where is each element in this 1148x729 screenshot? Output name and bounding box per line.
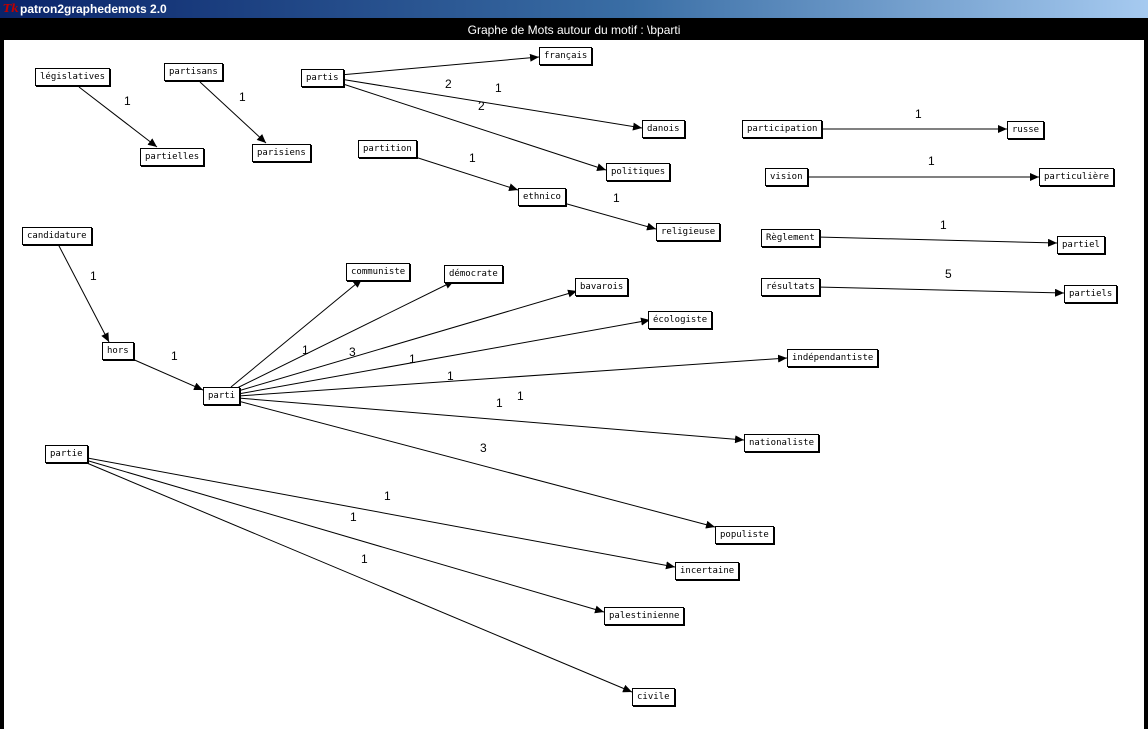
word-node-parisiens[interactable]: parisiens xyxy=(252,144,311,162)
edge-parti-independantiste xyxy=(237,354,788,397)
edge-weight-partis-francais: 2 xyxy=(445,77,452,91)
word-node-resultats[interactable]: résultats xyxy=(761,278,820,296)
word-node-francais[interactable]: français xyxy=(539,47,593,65)
word-node-legislatives[interactable]: législatives xyxy=(35,68,111,86)
word-node-communiste[interactable]: communiste xyxy=(346,263,411,281)
word-node-partielles[interactable]: partielles xyxy=(140,148,205,166)
word-node-politiques[interactable]: politiques xyxy=(606,163,671,181)
word-node-participation[interactable]: participation xyxy=(742,120,823,138)
edge-partis-francais xyxy=(339,53,540,76)
word-node-vision[interactable]: vision xyxy=(765,168,808,186)
edge-partition-ethnico xyxy=(411,155,519,192)
word-node-incertaine[interactable]: incertaine xyxy=(675,562,740,580)
edge-weight-parti-ecologiste: 1 xyxy=(447,369,454,383)
word-node-partiels[interactable]: partiels xyxy=(1064,285,1118,303)
word-node-ecologiste[interactable]: écologiste xyxy=(648,311,713,329)
word-node-hors[interactable]: hors xyxy=(102,342,134,360)
word-node-parti[interactable]: parti xyxy=(203,387,241,405)
edge-weight-hors-parti: 1 xyxy=(171,349,178,363)
edge-partisans-parisiens xyxy=(199,81,267,144)
word-node-independantiste[interactable]: indépendantiste xyxy=(787,349,879,367)
word-node-partisans[interactable]: partisans xyxy=(164,63,223,81)
edge-parti-ecologiste xyxy=(237,317,651,395)
edge-reglement-partiel xyxy=(816,236,1058,247)
edge-weight-parti-independantiste: 1 xyxy=(517,389,524,403)
edge-parti-nationaliste xyxy=(237,397,745,444)
word-node-partis[interactable]: partis xyxy=(301,69,344,87)
edge-partie-palestinienne xyxy=(81,458,605,614)
word-node-reglement[interactable]: Règlement xyxy=(761,229,820,247)
edge-weight-candidature-hors: 1 xyxy=(90,269,97,283)
edge-partie-civile xyxy=(81,460,633,693)
word-node-populiste[interactable]: populiste xyxy=(715,526,774,544)
word-node-bavarois[interactable]: bavarois xyxy=(575,278,629,296)
edge-weight-parti-communiste: 1 xyxy=(302,343,309,357)
graph-header: Graphe de Mots autour du motif : \bparti xyxy=(0,20,1148,40)
word-node-palestinienne[interactable]: palestinienne xyxy=(604,607,685,625)
edge-weight-legislatives-partielles: 1 xyxy=(124,94,131,108)
edge-weight-ethnico-religieuse: 1 xyxy=(613,191,620,205)
edge-weight-parti-democrate: 3 xyxy=(349,345,356,359)
edge-ethnico-religieuse xyxy=(559,201,657,231)
word-node-democrate[interactable]: démocrate xyxy=(444,265,503,283)
window-title: patron2graphedemots 2.0 xyxy=(20,2,167,16)
word-node-civile[interactable]: civile xyxy=(632,688,675,706)
edge-weight-partie-incertaine: 1 xyxy=(384,489,391,503)
word-node-religieuse[interactable]: religieuse xyxy=(656,223,721,241)
edge-weight-partie-palestinienne: 1 xyxy=(350,510,357,524)
edge-resultats-partiels xyxy=(816,286,1065,297)
edge-hors-parti xyxy=(129,357,204,391)
word-node-ethnico[interactable]: ethnico xyxy=(518,188,566,206)
edge-weight-parti-nationaliste: 1 xyxy=(496,396,503,410)
edge-weight-parti-populiste: 3 xyxy=(480,441,487,455)
edge-partis-danois xyxy=(339,78,643,131)
edge-parti-populiste xyxy=(237,400,716,529)
tk-feather-icon: Tk xyxy=(3,2,19,15)
edge-parti-communiste xyxy=(230,278,363,388)
window-titlebar[interactable]: Tk patron2graphedemots 2.0 xyxy=(0,0,1148,18)
edge-weight-parti-bavarois: 1 xyxy=(409,352,416,366)
word-node-partiel[interactable]: partiel xyxy=(1057,236,1105,254)
edge-legislatives-partielles xyxy=(78,86,158,148)
edge-weight-partis-danois: 1 xyxy=(495,81,502,95)
edge-weight-reglement-partiel: 1 xyxy=(940,218,947,232)
edge-weight-vision-particuliere: 1 xyxy=(928,154,935,168)
word-node-danois[interactable]: danois xyxy=(642,120,685,138)
word-node-partition[interactable]: partition xyxy=(358,140,417,158)
edge-parti-democrate xyxy=(234,280,455,390)
edge-weight-partie-civile: 1 xyxy=(361,552,368,566)
edge-weight-participation-russe: 1 xyxy=(915,107,922,121)
edge-partis-politiques xyxy=(339,82,607,172)
edge-parti-bavarois xyxy=(237,289,578,392)
word-node-nationaliste[interactable]: nationaliste xyxy=(744,434,820,452)
word-node-particuliere[interactable]: particulière xyxy=(1039,168,1115,186)
word-node-candidature[interactable]: candidature xyxy=(22,227,92,245)
edge-weight-resultats-partiels: 5 xyxy=(945,267,952,281)
edge-weight-partis-politiques: 2 xyxy=(478,99,485,113)
edge-weight-partition-ethnico: 1 xyxy=(469,151,476,165)
edge-weight-partisans-parisiens: 1 xyxy=(239,90,246,104)
word-node-partie[interactable]: partie xyxy=(45,445,88,463)
word-node-russe[interactable]: russe xyxy=(1007,121,1045,139)
edge-candidature-hors xyxy=(57,243,110,343)
edge-partie-incertaine xyxy=(81,456,676,570)
